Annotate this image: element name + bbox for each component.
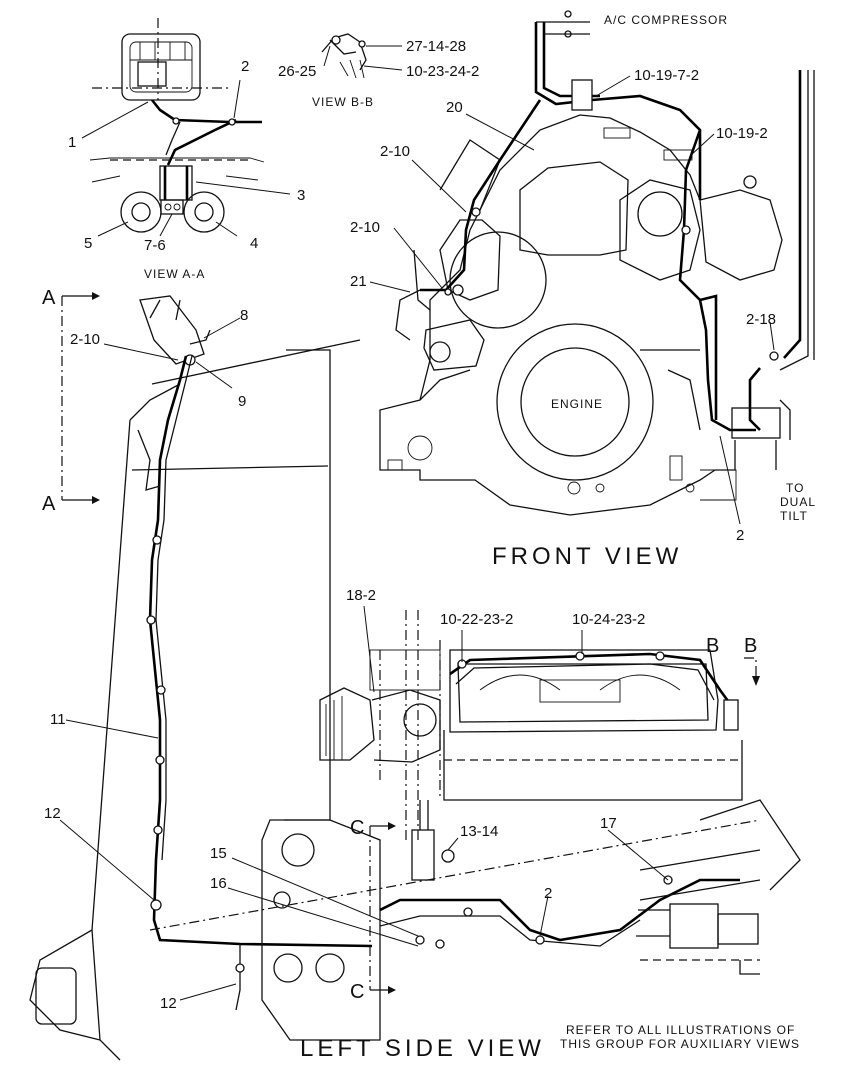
callout-ls-15: 15 [210, 845, 227, 862]
callout-fv-2-10-a: 2-10 [380, 143, 410, 160]
front-view-title: FRONT VIEW [492, 543, 682, 570]
engine-label: ENGINE [551, 397, 603, 411]
callout-fv-21: 21 [350, 273, 367, 290]
callout-bb-27-14-28: 27-14-28 [406, 38, 466, 55]
callout-fv-10-19-7-2: 10-19-7-2 [634, 67, 699, 84]
view-bb-title: VIEW B-B [312, 95, 374, 109]
section-b-line [744, 657, 760, 686]
callout-fv-10-19-2: 10-19-2 [716, 125, 768, 142]
callout-ls-16: 16 [210, 875, 227, 892]
callout-ls-12-top: 12 [44, 805, 61, 822]
callout-aa-1: 1 [68, 134, 76, 151]
callout-ls-13-14: 13-14 [460, 823, 498, 840]
section-b-left: B [706, 635, 719, 657]
section-a-bottom: A [42, 493, 56, 515]
callout-aa-5: 5 [84, 235, 92, 252]
left-side-view-title: LEFT SIDE VIEW [300, 1035, 545, 1062]
section-a-line [61, 292, 100, 504]
note-refer-line-2: THIS GROUP FOR AUXILIARY VIEWS [560, 1037, 800, 1051]
view-aa-title: VIEW A-A [144, 267, 205, 281]
callout-ls-11: 11 [50, 711, 66, 728]
callout-ls-17: 17 [600, 815, 617, 832]
callout-ls-2: 2 [544, 885, 552, 902]
section-c-top: C [350, 817, 364, 839]
callout-fv-2-18: 2-18 [746, 311, 776, 328]
callout-ls-10-24-23-2: 10-24-23-2 [572, 611, 645, 628]
callout-bb-10-23-24-2: 10-23-24-2 [406, 63, 479, 80]
callout-ls-10-22-23-2: 10-22-23-2 [440, 611, 513, 628]
callout-aa-2: 2 [241, 58, 249, 75]
callout-aa-4: 4 [250, 235, 258, 252]
section-a-top: A [42, 287, 56, 309]
callout-fv-2: 2 [736, 527, 744, 544]
callout-fv-2-10-b: 2-10 [350, 219, 380, 236]
note-dual: DUAL [780, 495, 816, 509]
callout-ls-2-10: 2-10 [70, 331, 100, 348]
left-side-view-drawing [29, 295, 801, 1061]
note-refer-line-1: REFER TO ALL ILLUSTRATIONS OF [566, 1023, 795, 1037]
note-tilt: TILT [780, 509, 808, 523]
view-aa-drawing [81, 18, 291, 237]
callout-bb-26-25: 26-25 [278, 63, 316, 80]
front-view-drawing [369, 10, 815, 525]
view-bb-drawing [321, 33, 403, 79]
note-to: TO [786, 481, 804, 495]
callout-ls-9: 9 [238, 393, 246, 410]
callout-aa-3: 3 [297, 187, 305, 204]
callout-ls-18-2: 18-2 [346, 587, 376, 604]
callout-aa-7-6: 7-6 [144, 237, 166, 254]
section-b-right: B [744, 635, 757, 657]
section-c-bottom: C [350, 981, 364, 1003]
callout-ls-12-bottom: 12 [160, 995, 177, 1012]
callout-ls-8: 8 [240, 307, 248, 324]
callout-fv-20: 20 [446, 99, 463, 116]
section-c-line [369, 822, 396, 994]
note-ac-compressor: A/C COMPRESSOR [604, 13, 728, 27]
